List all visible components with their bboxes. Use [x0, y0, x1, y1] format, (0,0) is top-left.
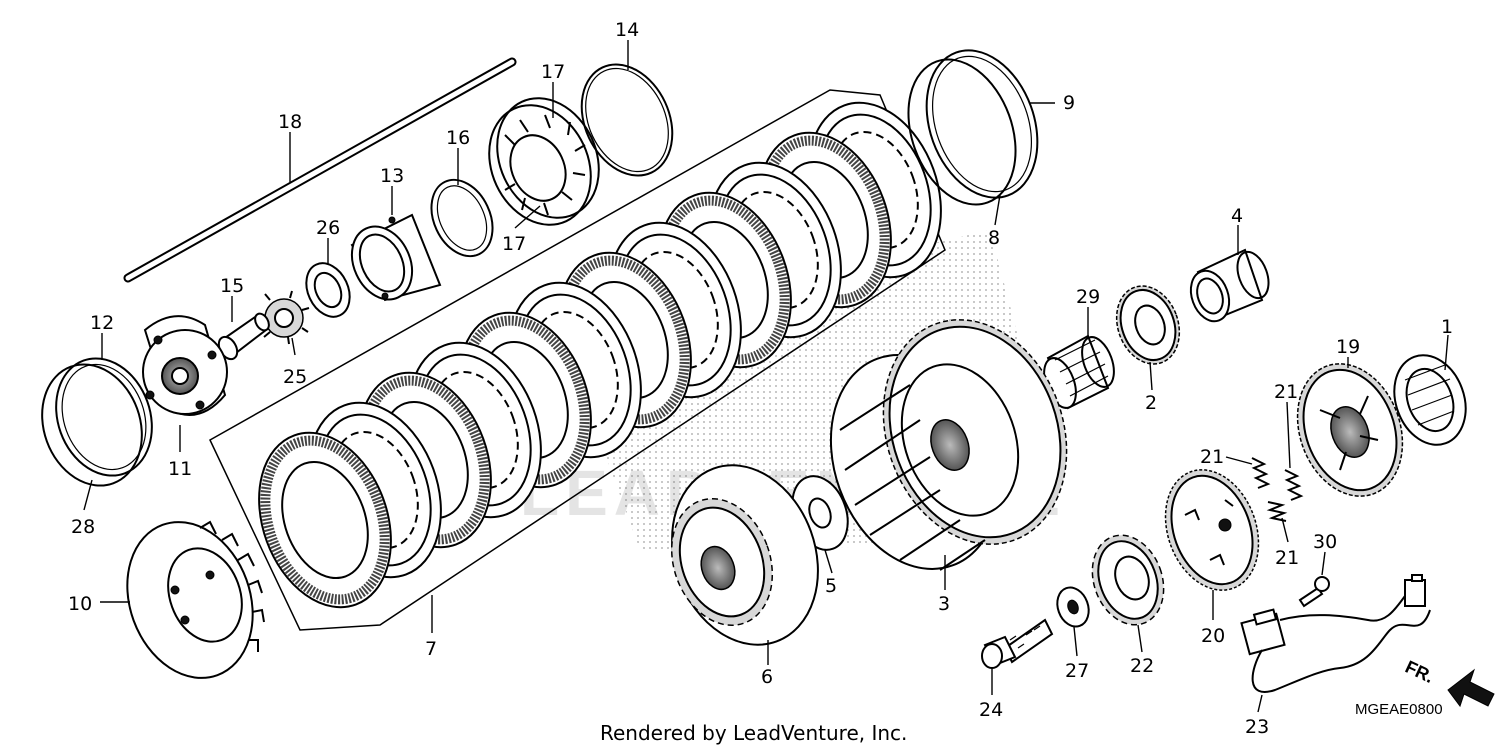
callout-26: 26	[316, 217, 340, 239]
callout-11: 11	[168, 458, 192, 480]
ring-16	[430, 178, 494, 258]
lifter-plate-11	[142, 315, 228, 416]
callout-7: 7	[425, 638, 437, 660]
front-direction-label: FR.	[1402, 657, 1437, 687]
leader-lines	[83, 40, 1449, 713]
nut-25	[258, 290, 310, 345]
clutch-center-6	[670, 464, 819, 646]
footer-credit: Rendered by LeadVenture, Inc.	[600, 721, 907, 745]
gear-22	[1091, 534, 1165, 626]
bolt-30	[1298, 576, 1330, 608]
callout-labels: 1 2 3 4 5 6 7 8 9 10 11 12 13 14 15 16 1…	[68, 19, 1453, 738]
clutch-pack-frame	[209, 89, 946, 631]
callout-4: 4	[1231, 205, 1243, 227]
rings-8-9	[907, 49, 1039, 206]
callout-23: 23	[1245, 716, 1269, 738]
gear-2	[1115, 285, 1181, 365]
springs-21	[1251, 457, 1304, 522]
bolt-24	[981, 618, 1054, 669]
callout-28: 28	[71, 516, 95, 538]
callout-21-c: 21	[1275, 547, 1299, 569]
sensor-harness-23	[1240, 574, 1431, 693]
gear-19	[1296, 363, 1404, 497]
sleeve-4	[1189, 248, 1270, 323]
callout-22: 22	[1130, 655, 1154, 677]
callout-17-top: 17	[541, 61, 565, 83]
callout-21-b: 21	[1200, 446, 1224, 468]
callout-10: 10	[68, 593, 92, 615]
bearing-1	[1393, 354, 1467, 446]
washer-26	[305, 262, 351, 318]
callout-2: 2	[1145, 392, 1157, 414]
rings-12-28	[41, 357, 153, 487]
callout-27: 27	[1065, 660, 1089, 682]
callout-14: 14	[615, 19, 639, 41]
judder-spring-17	[488, 97, 600, 226]
collar-13	[350, 213, 442, 302]
gear-20	[1164, 469, 1260, 591]
washer-27	[1056, 586, 1090, 628]
callout-17-bottom: 17	[502, 233, 526, 255]
callout-12: 12	[90, 312, 114, 334]
drawing-code: MGEAE0800	[1355, 701, 1443, 718]
callout-20: 20	[1201, 625, 1225, 647]
clutch-discs-7	[258, 101, 942, 609]
callout-19: 19	[1336, 336, 1360, 358]
callout-30: 30	[1313, 531, 1337, 553]
callout-24: 24	[979, 699, 1003, 721]
callout-8: 8	[988, 227, 1000, 249]
callout-18: 18	[278, 111, 302, 133]
callout-15: 15	[220, 275, 244, 297]
callout-29: 29	[1076, 286, 1100, 308]
pushrod-18	[123, 57, 517, 283]
callout-16: 16	[446, 127, 470, 149]
clutch-housing-3	[829, 319, 1068, 571]
friction-disc	[258, 431, 392, 609]
callout-1: 1	[1441, 316, 1453, 338]
callout-3: 3	[938, 593, 950, 615]
callout-5: 5	[825, 575, 837, 597]
callout-6: 6	[761, 666, 773, 688]
callout-21-a: 21	[1274, 381, 1298, 403]
front-direction-arrow	[1447, 668, 1495, 708]
pressure-plate-10	[126, 520, 265, 679]
callout-25: 25	[283, 366, 307, 388]
ring-14	[580, 63, 674, 177]
callout-13: 13	[380, 165, 404, 187]
callout-9: 9	[1063, 92, 1075, 114]
